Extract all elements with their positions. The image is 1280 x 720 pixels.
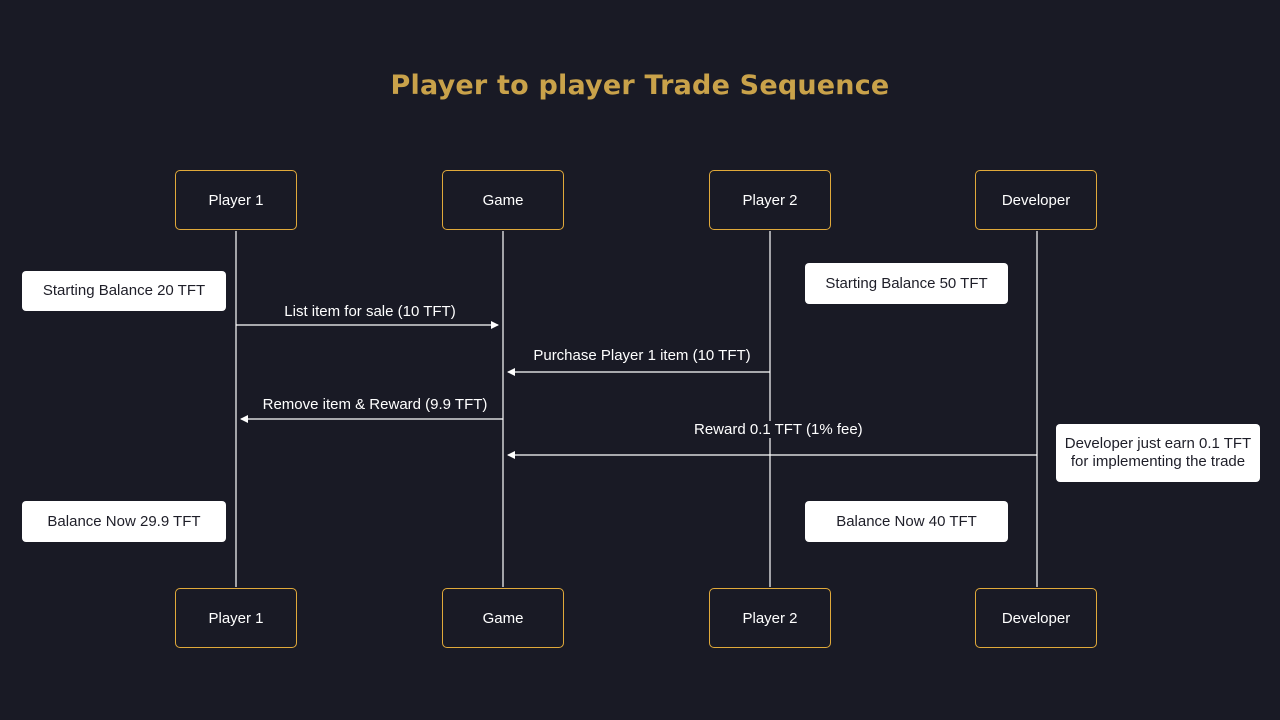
participant-player1-bottom: Player 1 [175, 588, 297, 648]
message-remove-reward: Remove item & Reward (9.9 TFT) [262, 396, 488, 413]
message-developer-reward: Reward 0.1 TFT (1% fee) [690, 421, 863, 438]
note-player2-starting-balance: Starting Balance 50 TFT [805, 263, 1008, 304]
participant-game-top: Game [442, 170, 564, 230]
message-list-item: List item for sale (10 TFT) [284, 303, 456, 320]
participant-player2-bottom: Player 2 [709, 588, 831, 648]
participant-developer-top: Developer [975, 170, 1097, 230]
participant-player2-top: Player 2 [709, 170, 831, 230]
page-title: Player to player Trade Sequence [390, 70, 890, 101]
note-player1-balance-now: Balance Now 29.9 TFT [22, 501, 226, 542]
participant-game-bottom: Game [442, 588, 564, 648]
message-purchase: Purchase Player 1 item (10 TFT) [533, 347, 751, 364]
note-developer-earning: Developer just earn 0.1 TFT for implemen… [1056, 424, 1260, 482]
note-player1-starting-balance: Starting Balance 20 TFT [22, 271, 226, 311]
note-player2-balance-now: Balance Now 40 TFT [805, 501, 1008, 542]
participant-player1-top: Player 1 [175, 170, 297, 230]
participant-developer-bottom: Developer [975, 588, 1097, 648]
